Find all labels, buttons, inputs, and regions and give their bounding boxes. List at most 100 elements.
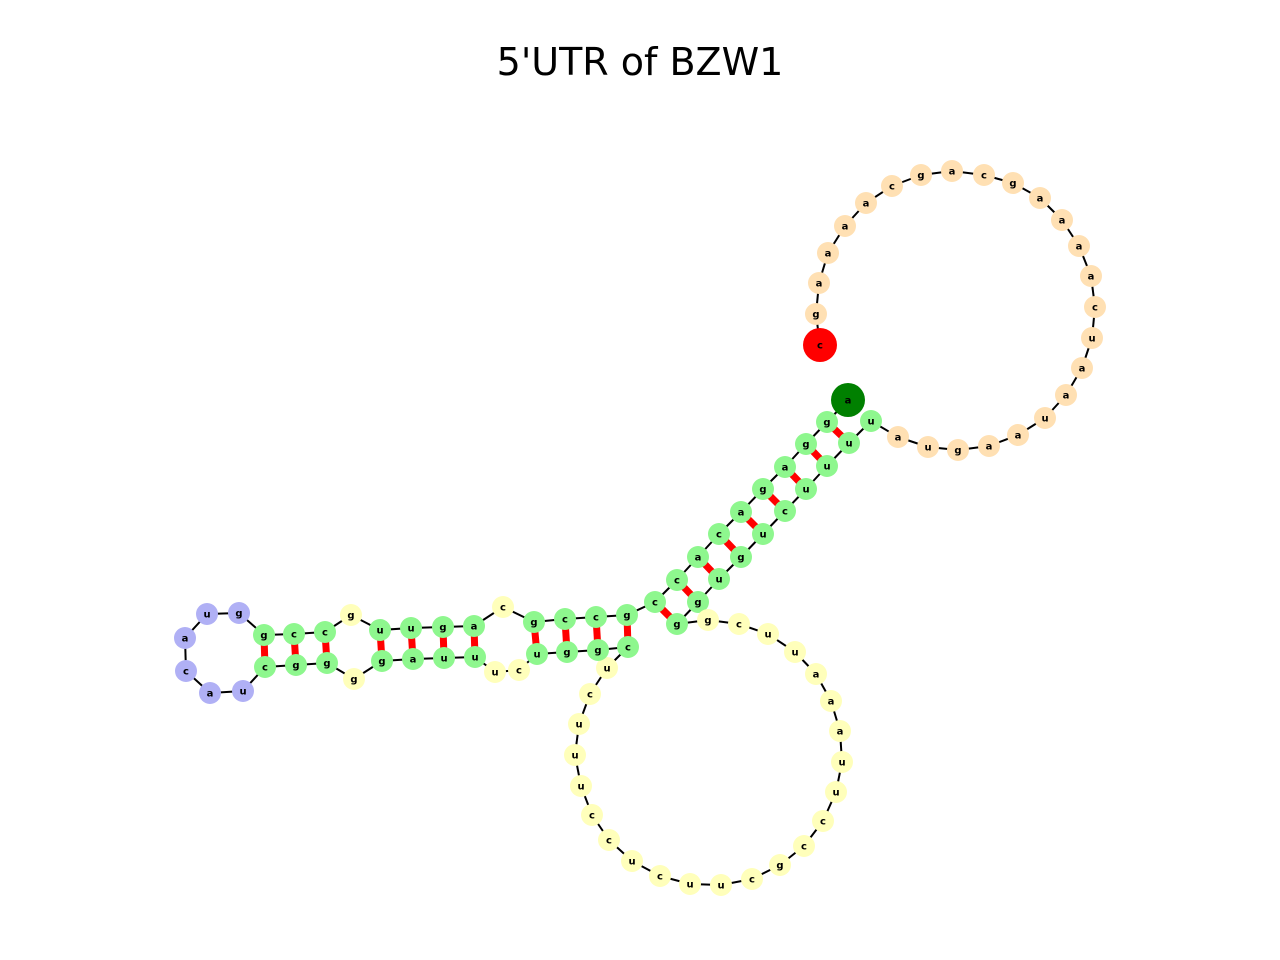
nucleotide: c [585,606,607,628]
nucleotide-label: c [562,615,568,626]
nucleotide: u [526,643,548,665]
nucleotide-label: a [845,396,852,407]
nucleotide: u [596,657,618,679]
nucleotide: c [812,810,834,832]
backbone [184,170,1096,886]
nucleotide: c [492,596,514,618]
nucleotide: c [254,656,276,678]
nucleotide: g [947,439,969,461]
nucleotide-label: u [845,439,852,450]
nucleotide-label: u [239,687,246,698]
nucleotide: a [1051,209,1073,231]
nucleotide: c [175,660,197,682]
nucleotide-circle [644,591,666,613]
nucleotide-label: u [715,575,722,586]
nucleotide-label: c [262,663,268,674]
nucleotide-label: a [471,622,478,633]
nucleotide: a [1068,235,1090,257]
nucleotide: c [1084,296,1106,318]
nucleotide-label: c [981,171,987,182]
nucleotide-circle [1002,172,1024,194]
nucleotide: a [829,720,851,742]
nucleotide-circle [232,680,254,702]
nucleotide-label: a [1063,391,1070,402]
nucleotide: g [432,616,454,638]
nucleotide-circle [598,829,620,851]
nucleotide: g [371,650,393,672]
nucleotide-circle [710,874,732,896]
nucleotide-label: u [791,648,798,659]
nucleotide-label: c [587,690,593,701]
nucleotide: c [314,621,336,643]
nucleotide: c [554,608,576,630]
nucleotide: a [820,690,842,712]
nucleotide-label: c [889,182,895,193]
nucleotide: u [570,775,592,797]
nucleotide-circle [568,713,590,735]
nucleotide-label: u [1088,334,1095,345]
nucleotide: a [174,627,196,649]
nucleotide: u [369,619,391,641]
nucleotide: u [464,646,486,668]
nucleotide-circle [196,603,218,625]
nucleotide: c [708,523,730,545]
nucleotide-circle [941,160,963,182]
nucleotide: c [581,804,603,826]
nucleotide-circle [697,609,719,631]
nucleotide-circle [433,647,455,669]
nucleotide: g [697,609,719,631]
nucleotide-circle [808,272,830,294]
nucleotide-label: u [686,880,693,891]
nucleotide-circle [855,192,877,214]
nucleotide-label: c [820,817,826,828]
nucleotide-circle [1034,407,1056,429]
nucleotide-circle [816,455,838,477]
nucleotide: g [730,546,752,568]
nucleotide-label: u [802,485,809,496]
nucleotide-label: u [440,654,447,665]
nucleotide-label: c [625,643,631,654]
nucleotide: c [617,636,639,658]
nucleotide-circle [523,611,545,633]
nucleotide: u [1034,407,1056,429]
nucleotide-circle [174,627,196,649]
nucleotide-circle [1051,209,1073,231]
nucleotide: c [508,659,530,681]
nucleotide-circle [621,850,643,872]
nucleotide-circle [708,568,730,590]
nucleotide-circle [752,523,774,545]
nucleotide: u [568,713,590,735]
nucleotide-circle [752,478,774,500]
nucleotide-circle [687,591,709,613]
nucleotide-circle [1071,357,1093,379]
nucleotide-label: c [516,666,522,677]
nucleotide-circle [769,854,791,876]
nucleotide-circle [784,641,806,663]
nucleotide: g [253,624,275,646]
nucleotide-circle [556,641,578,663]
nucleotide-label: a [842,222,849,233]
nucleotide-label: g [323,659,330,670]
nucleotide-circle [1007,424,1029,446]
nucleotide-circle [793,835,815,857]
nucleotide: a [1029,187,1051,209]
nucleotide: a [199,682,221,704]
nucleotide-label: a [825,249,832,260]
nucleotide-label: g [1009,179,1016,190]
nucleotide-circle [1084,296,1106,318]
nucleotide-label: g [776,861,783,872]
nucleotide-label: u [407,624,414,635]
nucleotide-label: c [657,872,663,883]
nucleotide: g [556,641,578,663]
nucleotide-circle [708,523,730,545]
nucleotide-label: u [759,530,766,541]
nucleotide-label: g [347,611,354,622]
nucleotide: g [805,303,827,325]
nucleotide-label: g [694,598,701,609]
nucleotide-label: a [828,697,835,708]
nucleotide-label: a [813,670,820,681]
nucleotide: g [769,854,791,876]
nucleotide: u [825,781,847,803]
nucleotide-circle [829,720,851,742]
